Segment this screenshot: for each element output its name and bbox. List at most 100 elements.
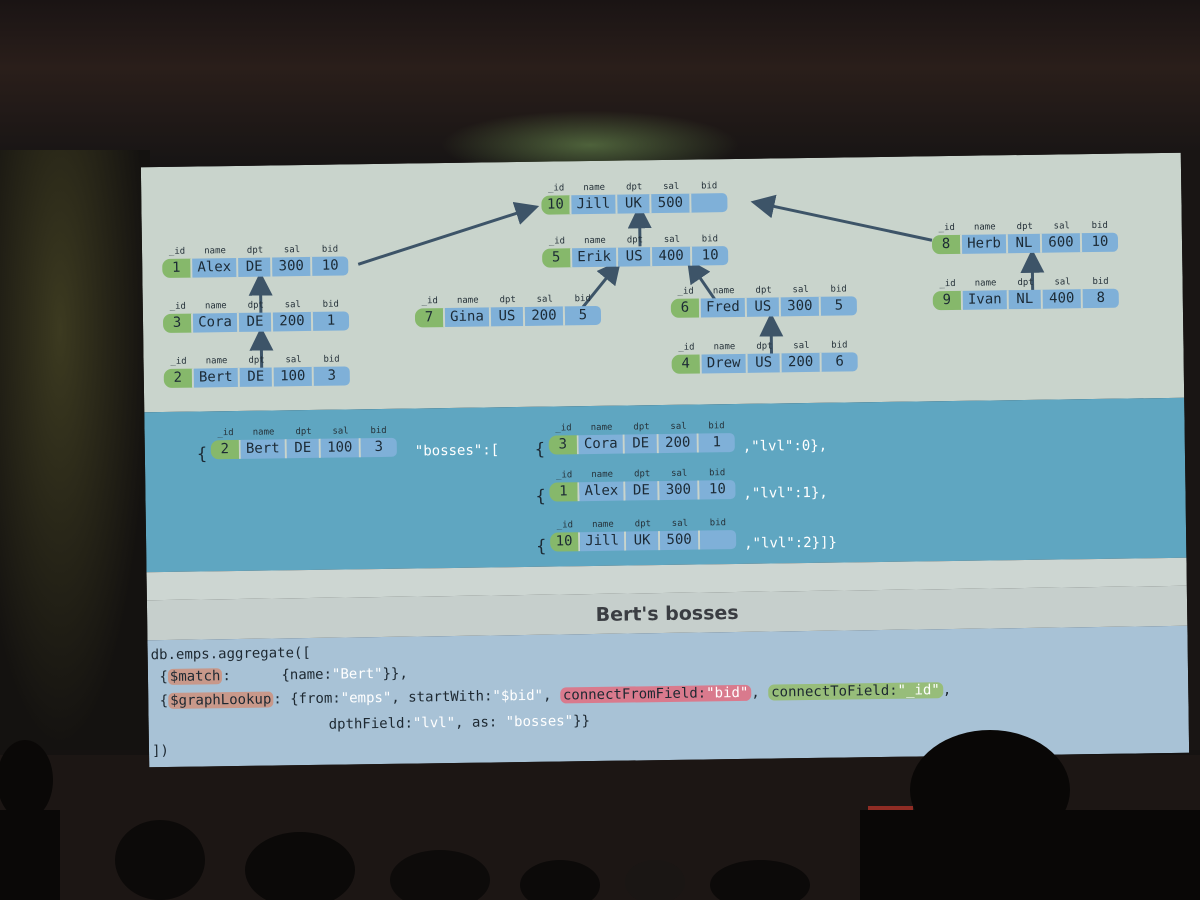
cell-sal: 300 — [780, 296, 822, 317]
cell-id: 10 — [541, 195, 572, 215]
cell-bid: 1 — [312, 311, 350, 331]
cell-id: 2 — [163, 368, 194, 388]
header-dpt: dpt — [248, 355, 265, 366]
cell-bid: 5 — [564, 305, 602, 326]
lvl-value: ,"lvl":2}]} — [744, 534, 838, 552]
header-sal: sal — [1053, 221, 1070, 232]
cell-dpt: DE — [624, 434, 659, 454]
cell-sal: 200 — [781, 352, 822, 373]
arrow-gina-to-erik — [581, 259, 622, 309]
arrow-cora-to-alex — [248, 271, 273, 314]
header-sal: sal — [284, 300, 301, 311]
header-dpt: dpt — [755, 285, 772, 296]
header-sal: sal — [283, 245, 301, 256]
header-name: name — [456, 295, 479, 306]
connect-from-field-value: "bid" — [706, 684, 749, 702]
header-name: name — [973, 222, 996, 233]
cell-bid: 10 — [312, 256, 349, 276]
cell-id: 6 — [670, 298, 702, 318]
arrow-erik-to-jill — [627, 204, 652, 247]
cell-id: 3 — [162, 313, 194, 333]
header-id: _id — [555, 423, 572, 434]
cell-sal: 200 — [272, 311, 314, 332]
cell-bid: 3 — [313, 366, 350, 386]
header-bid: bid — [700, 181, 718, 192]
header-bid: bid — [708, 421, 725, 432]
cell-name: Drew — [701, 353, 748, 374]
header-name: name — [713, 342, 736, 353]
arrow-bert-to-cora — [249, 326, 274, 369]
header-name: name — [591, 519, 614, 531]
graphlookup-keyword: $graphLookup — [168, 691, 274, 709]
connect-to-field-value: "_id" — [897, 682, 940, 699]
cell-dpt: US — [490, 306, 526, 327]
header-dpt: dpt — [626, 235, 644, 246]
cell-sal: 500 — [659, 530, 701, 551]
cell-bid: 1 — [698, 433, 735, 453]
cell-sal: 400 — [1042, 289, 1083, 309]
cell-sal: 400 — [652, 246, 693, 267]
lvl-value: ,"lvl":0}, — [742, 437, 828, 455]
bosses-key: "bosses" — [414, 442, 483, 460]
header-dpt: dpt — [633, 422, 650, 433]
cell-dpt: DE — [286, 438, 321, 459]
header-sal: sal — [662, 181, 680, 193]
from-value: "emps" — [340, 689, 392, 707]
connect-from-field-label: connectFromField: — [562, 685, 707, 704]
lvl-value: ,"lvl":1}, — [743, 484, 828, 502]
header-sal: sal — [793, 340, 810, 352]
bosses-key-label: "bosses":[ — [414, 442, 500, 460]
cell-id: 1 — [549, 482, 580, 502]
header-sal: sal — [792, 284, 809, 296]
cell-dpt: DE — [238, 312, 274, 332]
cell-sal: 200 — [524, 306, 566, 326]
header-name: name — [205, 356, 228, 367]
match-keyword: $match — [167, 668, 223, 685]
cell-dpt: US — [746, 297, 782, 317]
cell-bid: 10 — [692, 246, 729, 266]
header-dpt: dpt — [1016, 221, 1033, 233]
cell-id: 3 — [548, 435, 579, 455]
cell-name: Alex — [192, 257, 239, 278]
header-bid: bid — [322, 299, 339, 310]
cell-name: Alex — [579, 481, 626, 502]
cell-name: Erik — [572, 247, 619, 268]
open-brace: { — [536, 536, 547, 557]
cell-sal: 300 — [659, 480, 700, 501]
cell-name: Ivan — [962, 290, 1009, 310]
header-name: name — [583, 182, 606, 194]
cell-name: Herb — [961, 234, 1009, 254]
cell-id: 4 — [671, 354, 702, 374]
cell-bid: 5 — [820, 296, 857, 316]
header-id: _id — [421, 296, 438, 307]
header-id: _id — [169, 301, 187, 312]
header-dpt: dpt — [633, 469, 651, 480]
header-dpt: dpt — [499, 295, 516, 306]
header-sal: sal — [670, 421, 687, 432]
header-name: name — [584, 235, 606, 247]
hierarchy-arrows — [248, 194, 1045, 369]
cell-bid — [699, 530, 737, 550]
header-sal: sal — [536, 294, 553, 305]
room-left-wall — [0, 150, 150, 750]
header-name: name — [204, 246, 226, 257]
header-dpt: dpt — [756, 341, 773, 352]
cell-bid: 8 — [1082, 288, 1119, 309]
header-name: name — [252, 427, 275, 438]
